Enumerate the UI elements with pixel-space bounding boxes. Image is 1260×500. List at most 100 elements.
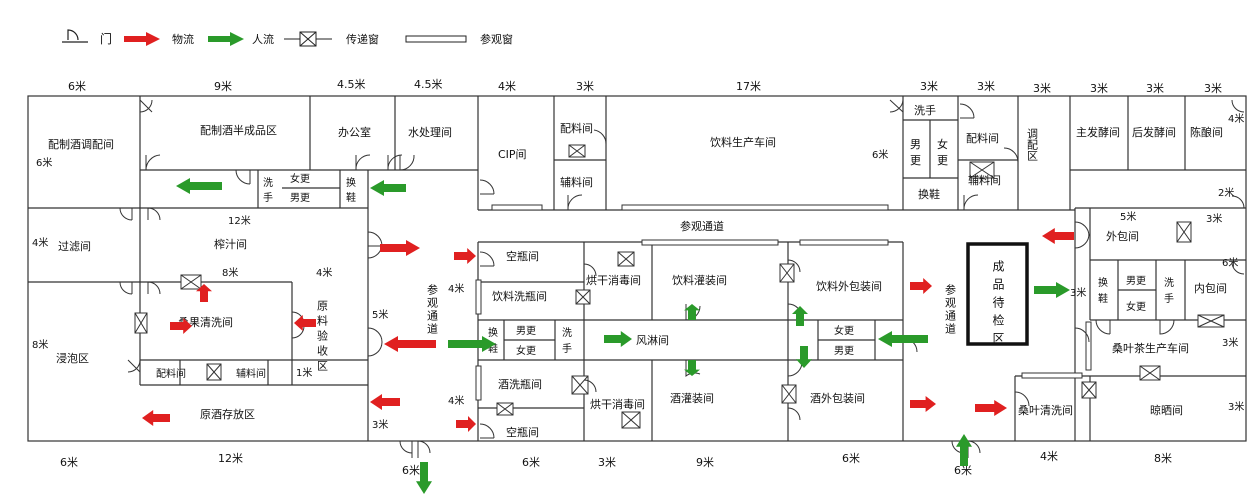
view-window-icon (621, 204, 889, 211)
room-label: 女更 (290, 172, 310, 185)
door-icon (479, 179, 495, 195)
dim-label: 6米 (402, 464, 420, 477)
room-label: 调配区 (1026, 128, 1039, 161)
pass-window-icon (969, 161, 995, 179)
top-dimensions: 6米 9米 4.5米 4.5米 4米 3米 17米 3米 3米 3米 3米 3米… (68, 78, 1222, 95)
legend-door-label: 门 (100, 31, 112, 46)
dim-label: 4米 (448, 394, 464, 407)
dim-label: 3米 (372, 418, 388, 431)
room-label: CIP间 (498, 148, 527, 161)
view-window-icon (1021, 372, 1083, 379)
pass-window-icon (180, 274, 202, 290)
door-icon (1074, 233, 1090, 249)
room-label: 榨汁间 (214, 237, 247, 251)
room-label: 过滤间 (58, 240, 91, 253)
dim-label: 3米 (1222, 336, 1238, 349)
view-window-icon (1085, 321, 1092, 371)
people-flow-arrow (878, 331, 928, 347)
room-label: 主发酵间 (1076, 125, 1120, 139)
room-label: 饮料洗瓶间 (492, 289, 547, 303)
room-label: 晾晒间 (1150, 403, 1183, 417)
people-flow-arrow (796, 346, 812, 368)
door-icon (145, 154, 161, 171)
door-icon (1074, 221, 1090, 237)
pass-window-icon (779, 263, 795, 283)
room-label: 空瓶间 (506, 425, 539, 439)
dim-label: 4米 (1040, 450, 1058, 463)
pass-window-icon (1081, 381, 1097, 399)
room-label: 外包间 (1106, 230, 1139, 243)
legend-material-flow-label: 物流 (172, 32, 194, 46)
room-label: 配制酒调配间 (48, 138, 114, 151)
door-icon (963, 194, 979, 211)
people-flow-arrow (370, 180, 406, 196)
room-label: 辅料间 (560, 175, 593, 189)
room-label: 换鞋 (918, 187, 940, 201)
people-flow-arrow (448, 336, 496, 352)
door-icon (787, 361, 803, 377)
pass-window-icon (206, 363, 222, 381)
view-window-icon (641, 239, 779, 246)
door-icon (583, 263, 597, 277)
room-label: 饮料灌装间 (672, 273, 727, 287)
material-flow-arrow (384, 336, 436, 352)
pass-windows (134, 144, 1225, 429)
material-flow-arrow (456, 416, 476, 432)
room-label: 换 (346, 176, 356, 189)
legend-view-window-label: 参观窗 (480, 32, 513, 46)
door-icon (479, 423, 495, 439)
dim-label: 6米 (954, 464, 972, 477)
dim-label: 6米 (842, 452, 860, 465)
dim-label: 4米 (316, 266, 332, 279)
door-icon (139, 99, 153, 113)
dim-label: 2米 (1218, 186, 1234, 199)
dim-label: 17米 (736, 80, 761, 93)
room-labels: 配制酒调配间 配制酒半成品区 办公室 水处理间 CIP间 配料间 辅料间 饮料生… (48, 103, 1227, 439)
room-label: 原酒存放区 (200, 407, 255, 421)
dim-label: 9米 (696, 456, 714, 469)
pass-window-icon (1197, 314, 1225, 328)
door-icon (147, 281, 161, 295)
room-label: 洗 (562, 327, 572, 339)
room-label: 辅料间 (968, 173, 1001, 187)
dim-label: 3米 (576, 80, 594, 93)
door-icon (1159, 319, 1175, 335)
room-label: 手 (562, 342, 572, 355)
view-window-icon (491, 204, 543, 211)
material-flow-arrow (170, 318, 192, 334)
material-flow-arrow (370, 394, 400, 410)
legend-pass-window-label: 传递窗 (346, 32, 379, 46)
dim-label: 3米 (1146, 82, 1164, 95)
door-icon (1014, 391, 1030, 407)
side-dimensions: 6米 4米 8米 12米 8米 4米 5米 1米 3米 4米 4米 6米 2米 … (32, 112, 1244, 431)
view-window-icon (799, 239, 889, 246)
dim-label: 4.5米 (337, 78, 366, 91)
room-label: 女更 (834, 324, 854, 337)
door-icon (1095, 319, 1111, 335)
view-window-icon (475, 365, 482, 401)
pass-window-icon (575, 289, 591, 305)
room-label: 浸泡区 (56, 351, 89, 365)
door-icon (787, 259, 801, 273)
dim-label: 9米 (214, 80, 232, 93)
dim-label: 6米 (68, 80, 86, 93)
room-label: 酒灌装间 (670, 392, 714, 405)
door-icon (479, 251, 495, 267)
dim-label: 6米 (1222, 256, 1238, 269)
room-label: 手 (263, 191, 273, 204)
material-flow-arrow (380, 240, 420, 256)
door-icon (959, 103, 975, 119)
room-label: 洗 (263, 177, 273, 189)
people-flow-arrow (1034, 282, 1070, 298)
pass-window-icon (134, 312, 148, 334)
dim-label: 3米 (1090, 82, 1108, 95)
room-label: 换 (488, 326, 498, 339)
room-label: 参观通道 (680, 219, 724, 233)
door-icon (291, 325, 305, 339)
dim-label: 12米 (218, 452, 243, 465)
people-flow-arrow (956, 434, 972, 466)
door-icon (127, 359, 141, 373)
dim-label: 3米 (920, 80, 938, 93)
